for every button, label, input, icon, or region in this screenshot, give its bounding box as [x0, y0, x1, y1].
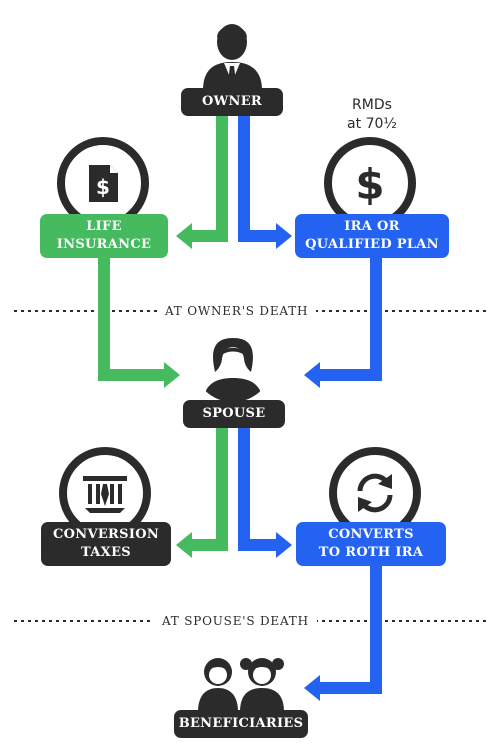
- beneficiaries-icon: [198, 658, 284, 712]
- arrow-roth-to-beneficiaries: [304, 566, 382, 701]
- dollar-icon: $: [324, 137, 416, 229]
- rmd-note-line2: at 70½: [347, 116, 397, 132]
- spouse-label: SPOUSE: [183, 400, 285, 428]
- arrow-life-insurance-to-spouse: [98, 258, 180, 388]
- owner-label-text: OWNER: [201, 94, 263, 109]
- arrow-ira-to-spouse: [304, 258, 382, 388]
- roth-line1: CONVERTS: [328, 527, 414, 542]
- spouse-label-text: SPOUSE: [202, 406, 266, 421]
- arrow-owner-to-ira: [238, 115, 292, 249]
- spouse-death-divider-label: AT SPOUSE'S DEATH: [154, 613, 317, 629]
- ira-line2: QUALIFIED PLAN: [305, 237, 439, 252]
- life-insurance-label: LIFE INSURANCE: [40, 214, 168, 258]
- irs-eagle-icon: [59, 447, 151, 539]
- conversion-line2: TAXES: [81, 545, 131, 560]
- svg-text:$: $: [355, 160, 384, 209]
- rmd-note: RMDs at 70½: [330, 96, 414, 134]
- roth-label: CONVERTS TO ROTH IRA: [296, 522, 446, 566]
- conversion-line1: CONVERSION: [52, 527, 160, 542]
- arrow-owner-to-life-insurance: [176, 115, 228, 249]
- ira-line1: IRA OR: [344, 219, 400, 234]
- arrow-spouse-to-conversion-taxes: [176, 428, 228, 558]
- beneficiaries-label-text: BENEFICIARIES: [178, 716, 304, 731]
- owner-person-icon: [203, 24, 262, 90]
- roth-line2: TO ROTH IRA: [318, 545, 424, 560]
- owner-label: OWNER: [181, 88, 283, 116]
- arrow-spouse-to-roth: [238, 428, 292, 558]
- svg-text:$: $: [96, 175, 110, 199]
- conversion-taxes-label: CONVERSION TAXES: [41, 522, 171, 566]
- life-insurance-line1: LIFE: [86, 219, 122, 234]
- life-insurance-line2: INSURANCE: [56, 237, 152, 252]
- document-dollar-icon: $: [57, 137, 149, 229]
- spouse-person-icon: [193, 322, 273, 402]
- rmd-note-line1: RMDs: [352, 97, 392, 113]
- ira-label: IRA OR QUALIFIED PLAN: [295, 214, 449, 258]
- owner-death-divider-label: AT OWNER'S DEATH: [157, 303, 317, 319]
- beneficiaries-label: BENEFICIARIES: [174, 710, 308, 738]
